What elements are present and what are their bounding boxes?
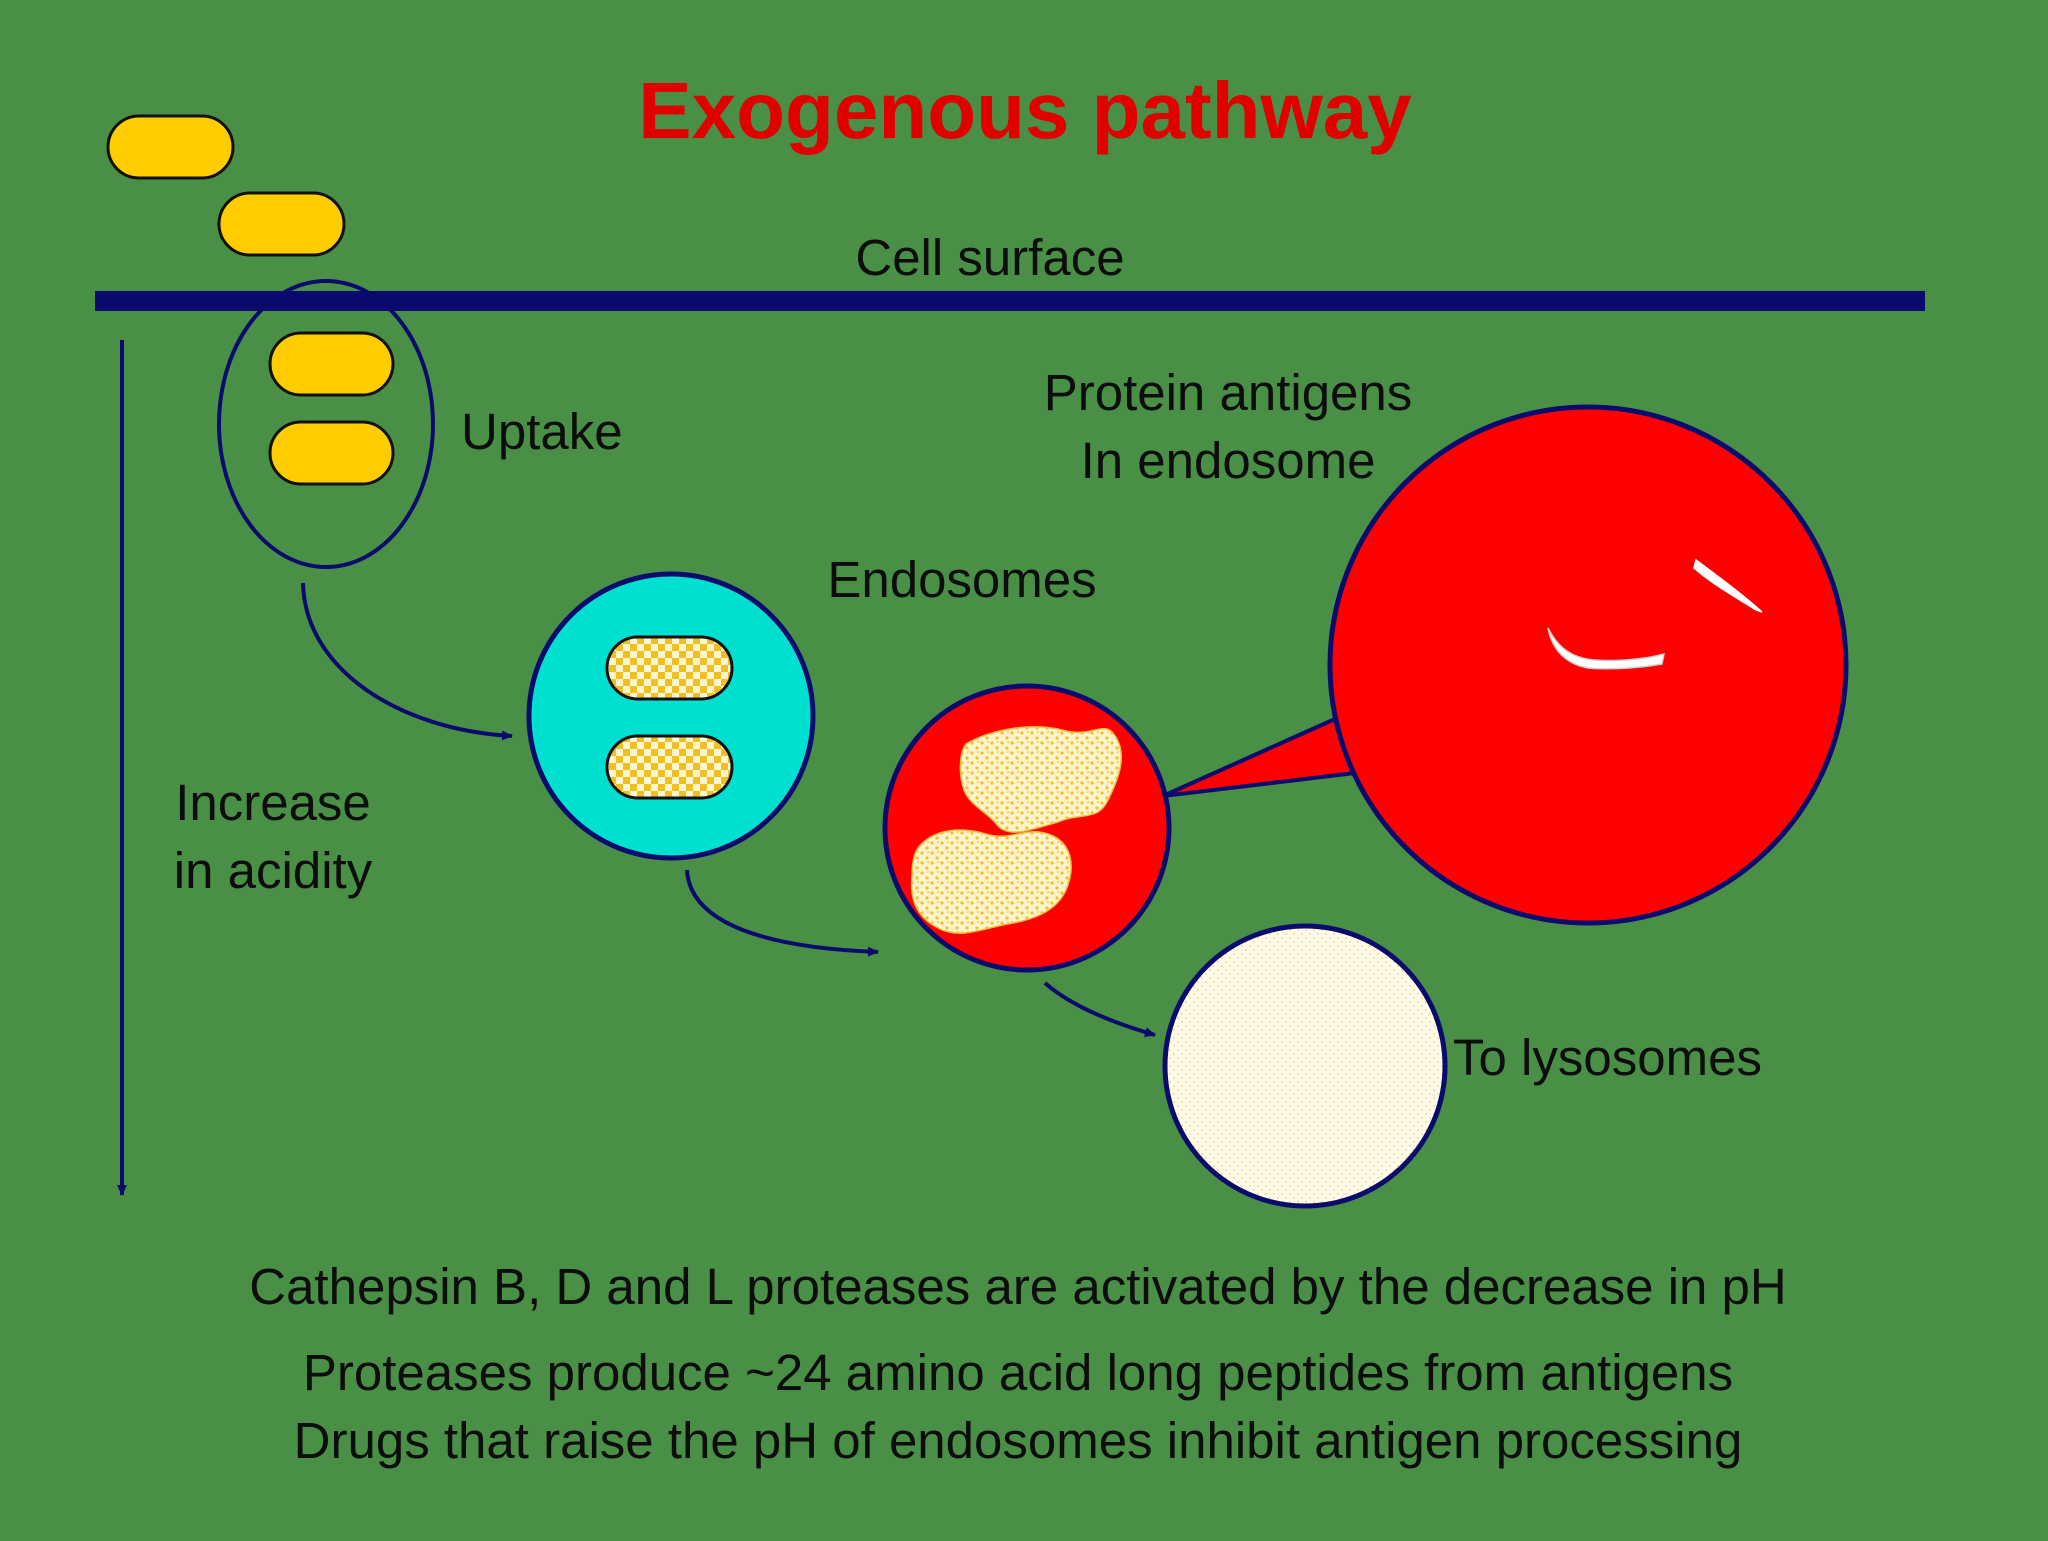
lysosome	[1162, 923, 1448, 1209]
page-title: Exogenous pathway	[638, 66, 1412, 155]
uptake-vesicle	[217, 279, 435, 569]
endosome-to-late-endosome-arrow	[685, 869, 879, 957]
note-line: Drugs that raise the pH of endosomes inh…	[294, 1412, 1743, 1469]
early-endosome	[526, 571, 816, 861]
antigen-capsule-checkered	[605, 635, 734, 701]
note-line: Cathepsin B, D and L proteases are activ…	[249, 1258, 1787, 1315]
endosomes-label: Endosomes	[827, 551, 1096, 608]
protein-antigens-label-line2: In endosome	[1081, 432, 1376, 489]
degraded-antigen-fragment	[910, 829, 1072, 934]
antigen-capsule	[217, 191, 346, 257]
acidity-label-line2: in acidity	[174, 842, 373, 899]
uptake-to-endosome-arrow	[301, 582, 513, 741]
degraded-antigen-fragment	[959, 726, 1122, 833]
peptide-fragment	[1693, 558, 1763, 613]
antigen-capsule	[268, 331, 395, 397]
peptide-fragment	[1547, 627, 1665, 670]
antigen-capsule	[106, 114, 235, 180]
cell-surface-label: Cell surface	[855, 229, 1124, 286]
note-line: Proteases produce ~24 amino acid long pe…	[303, 1344, 1733, 1401]
acidity-label-line1: Increase	[175, 774, 371, 831]
lysosomes-label: To lysosomes	[1453, 1029, 1762, 1086]
antigen-capsule	[268, 420, 395, 486]
late-endosome-to-lysosome-arrow	[1043, 981, 1156, 1038]
zoom-callout-edge	[1162, 708, 1356, 798]
protein-antigens-label-line1: Protein antigens	[1044, 364, 1413, 421]
antigen-capsule-checkered	[605, 734, 734, 800]
cell-membrane	[95, 291, 1925, 311]
uptake-label: Uptake	[461, 403, 623, 460]
zoom-callout-edge	[1162, 771, 1356, 798]
